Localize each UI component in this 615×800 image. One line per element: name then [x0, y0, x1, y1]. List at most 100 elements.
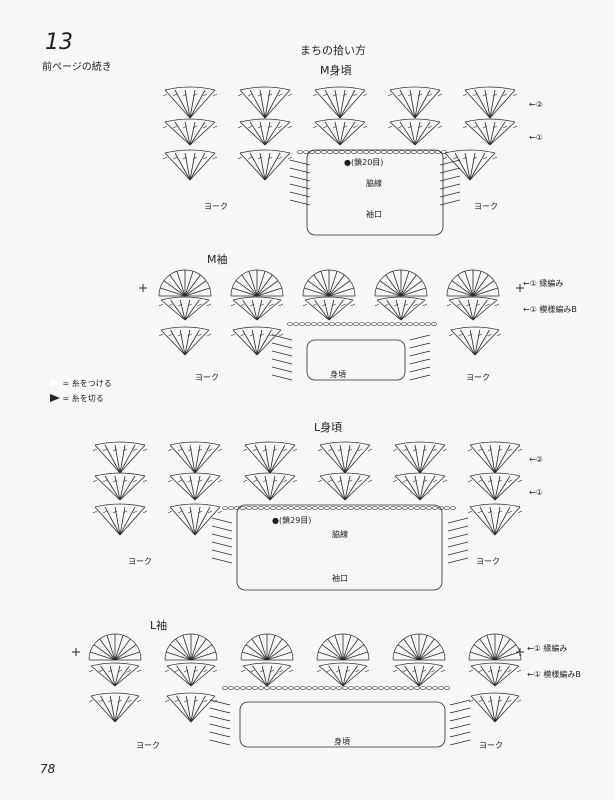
round-fan-stitch: [245, 644, 268, 661]
side-stitch: [211, 517, 233, 524]
side-stitch: [409, 334, 431, 341]
stitch-bar: [507, 448, 513, 452]
stitch-bar: [337, 448, 343, 452]
stitch-bar: [172, 156, 178, 160]
stitch-bar: [312, 303, 317, 307]
fan-stitch: [389, 121, 416, 146]
fan-stitch: [328, 299, 335, 321]
side-stitch: [409, 366, 431, 373]
fan-stitch: [254, 475, 271, 501]
fan-stitch: [304, 299, 330, 321]
side-stitch: [409, 358, 431, 365]
chain-stitch: [441, 150, 447, 154]
side-stitch: [447, 541, 469, 548]
stitch-bar: [277, 156, 283, 160]
round-fan-stitch: [266, 638, 283, 661]
round-fan-stitch: [114, 644, 137, 661]
stitch-bar: [178, 333, 183, 337]
stitch-bar: [197, 510, 203, 514]
stitch-bar: [212, 156, 218, 160]
chain-stitch: [294, 686, 300, 690]
stitch-bar: [337, 479, 343, 483]
stitch-bar: [502, 125, 508, 129]
fan-stitch: [419, 444, 436, 474]
chain-arc: [94, 503, 146, 508]
chain-stitch: [438, 506, 444, 510]
chain-arc: [232, 326, 282, 331]
fan-stitch: [104, 475, 121, 501]
fan-stitch: [314, 121, 341, 146]
chain-arc: [90, 662, 140, 667]
stitch-bar: [477, 448, 483, 452]
fan-stitch: [189, 121, 216, 146]
stitch-bar: [487, 510, 493, 514]
stitch-bar: [237, 93, 243, 97]
fan-stitch: [160, 329, 186, 356]
m-body-side-line-label: 脇線: [366, 179, 382, 188]
chain-stitch: [417, 150, 423, 154]
m-body-yoke-right: ヨーク: [474, 202, 498, 211]
stitch-bar: [230, 333, 236, 337]
m-body-cuff-outline: [306, 149, 444, 236]
round-fan-stitch: [248, 271, 258, 297]
fan-stitch: [413, 665, 420, 687]
chain-stitch: [300, 686, 306, 690]
stitch-bar: [352, 125, 358, 129]
stitch-bar: [269, 669, 274, 673]
chain-arc: [166, 692, 216, 697]
round-fan-stitch: [160, 287, 186, 297]
stitch-bar: [472, 93, 478, 97]
m-sleeve-body-outline: [306, 339, 406, 381]
chain-stitch: [360, 686, 366, 690]
attach-yarn-icon: [50, 379, 60, 387]
stitch-bar: [326, 669, 331, 673]
fan-stitch: [194, 506, 221, 536]
fan-stitch: [418, 665, 425, 687]
round-fan-stitch: [163, 280, 186, 297]
chain-stitch: [324, 686, 330, 690]
fan-stitch: [179, 299, 186, 321]
fan-stitch: [94, 444, 121, 474]
stitch-bar: [158, 303, 164, 307]
fan-stitch: [344, 444, 371, 474]
chain-stitch: [258, 506, 264, 510]
fan-stitch: [264, 152, 291, 181]
fan-stitch: [194, 506, 211, 536]
stitch-bar: [187, 333, 192, 337]
fan-stitch: [190, 665, 197, 687]
fan-stitch: [474, 329, 481, 356]
fan-stitch: [264, 121, 271, 146]
stitch-bar: [267, 125, 273, 129]
chain-stitch: [393, 150, 399, 154]
chain-arc: [444, 149, 496, 154]
fan-stitch: [469, 152, 486, 181]
stitch-bar: [108, 669, 113, 673]
side-stitch: [209, 731, 231, 738]
fan-stitch: [323, 299, 330, 321]
chain-stitch: [306, 506, 312, 510]
chain-arc: [90, 692, 140, 697]
stitch-bar: [488, 699, 493, 703]
stitch-bar: [197, 333, 202, 337]
chain-stitch: [408, 686, 414, 690]
stitch-bar: [322, 303, 327, 307]
chain-arc: [160, 326, 210, 331]
stitch-bar: [162, 93, 168, 97]
stitch-bar: [252, 448, 258, 452]
stitch-bar: [237, 156, 243, 160]
stitch-bar: [345, 669, 350, 673]
fan-stitch: [489, 89, 506, 119]
round-fan-stitch: [410, 635, 420, 661]
chain-stitch: [435, 150, 441, 154]
stitch-bar: [240, 669, 246, 673]
chain-stitch: [309, 150, 315, 154]
stitch-bar: [477, 510, 483, 514]
continued-note: 前ページの続き: [42, 62, 112, 73]
stitch-bar: [117, 669, 122, 673]
chain-stitch: [426, 506, 432, 510]
stitch-bar: [92, 479, 98, 483]
main-title: まちの拾い方: [300, 44, 366, 57]
chain-stitch: [407, 322, 413, 326]
stitch-bar: [203, 699, 208, 703]
stitch-bar: [187, 448, 193, 452]
